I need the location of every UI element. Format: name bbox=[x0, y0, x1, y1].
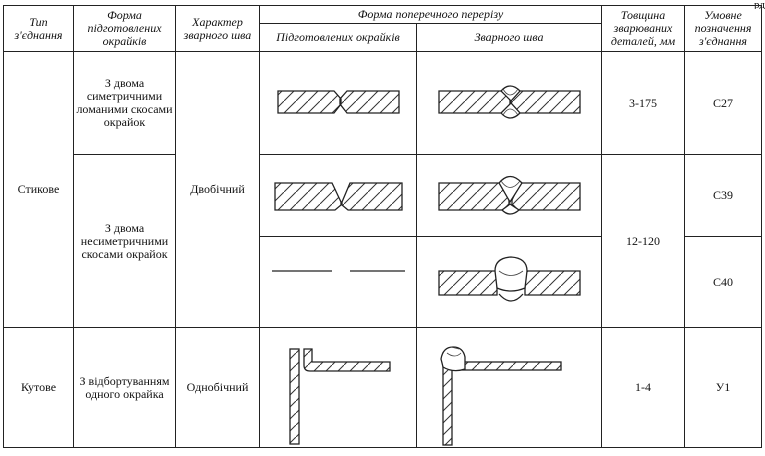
code-c39: С39 bbox=[684, 154, 763, 237]
header-edge-prep-form: Форма підготовлених окрайків bbox=[73, 5, 176, 52]
thickness-12-120: 12-120 bbox=[601, 154, 686, 328]
header-weld-character: Характер зварного шва bbox=[175, 5, 260, 52]
header-cross-section: Форма поперечного перерізу bbox=[258, 5, 603, 24]
sketch-prepared-asymmetric-b bbox=[259, 236, 417, 328]
header-weld-seam: Зварного шва bbox=[415, 23, 603, 52]
sketch-prepared-symmetric bbox=[259, 51, 417, 155]
row-symmetric: Стикове З двома симетричними ломаними ск… bbox=[3, 51, 763, 328]
row-asymmetric-b: С40 bbox=[4, 236, 763, 328]
sketch-prepared-asymmetric-a bbox=[259, 154, 417, 237]
joint-type-butt: Стикове bbox=[3, 51, 74, 328]
weld-joint-table: Тип з'єднання Форма підготовлених окрайк… bbox=[3, 5, 763, 448]
thickness-1-4: 1-4 bbox=[601, 327, 686, 448]
joint-type-corner: Кутове bbox=[3, 327, 74, 448]
sketch-weld-symmetric bbox=[415, 51, 603, 155]
edge-form-symmetric: З двома симетричними ломаними скосами ок… bbox=[73, 51, 176, 155]
code-c27: С27 bbox=[684, 51, 763, 155]
header-row-1: Тип з'єднання Форма підготовлених окрайк… bbox=[3, 5, 763, 52]
header-designation: Умовне позначення з'єднання bbox=[684, 5, 763, 52]
sketch-prepared-corner bbox=[259, 327, 417, 448]
row-asymmetric-a: З двома несиметричними скосами окрайок 1… bbox=[4, 154, 763, 328]
sketch-weld-asymmetric-b bbox=[415, 236, 603, 328]
weld-character-double: Двобічний bbox=[175, 51, 260, 328]
header-joint-type: Тип з'єднання bbox=[3, 5, 74, 52]
row-corner: Кутове З відбортуванням одного окрайка О… bbox=[3, 327, 763, 448]
edge-form-flanged: З відбортуванням одного окрайка bbox=[73, 327, 176, 448]
thickness-3-175: 3-175 bbox=[601, 51, 686, 155]
header-thickness: Товщина зварюваних деталей, мм bbox=[601, 5, 686, 52]
sketch-weld-corner bbox=[415, 327, 603, 448]
edge-form-asymmetric: З двома несиметричними скосами окрайок bbox=[73, 154, 176, 328]
code-c40: С40 bbox=[684, 236, 763, 328]
page-corner-fragment: рд bbox=[754, 0, 765, 9]
code-u1: У1 bbox=[684, 327, 763, 448]
header-row-2: Підготовлених окрайків Зварного шва bbox=[4, 23, 762, 52]
sketch-weld-asymmetric-a bbox=[415, 154, 603, 237]
weld-character-single: Однобічний bbox=[175, 327, 260, 448]
header-prepared-edges: Підготовлених окрайків bbox=[259, 23, 417, 52]
